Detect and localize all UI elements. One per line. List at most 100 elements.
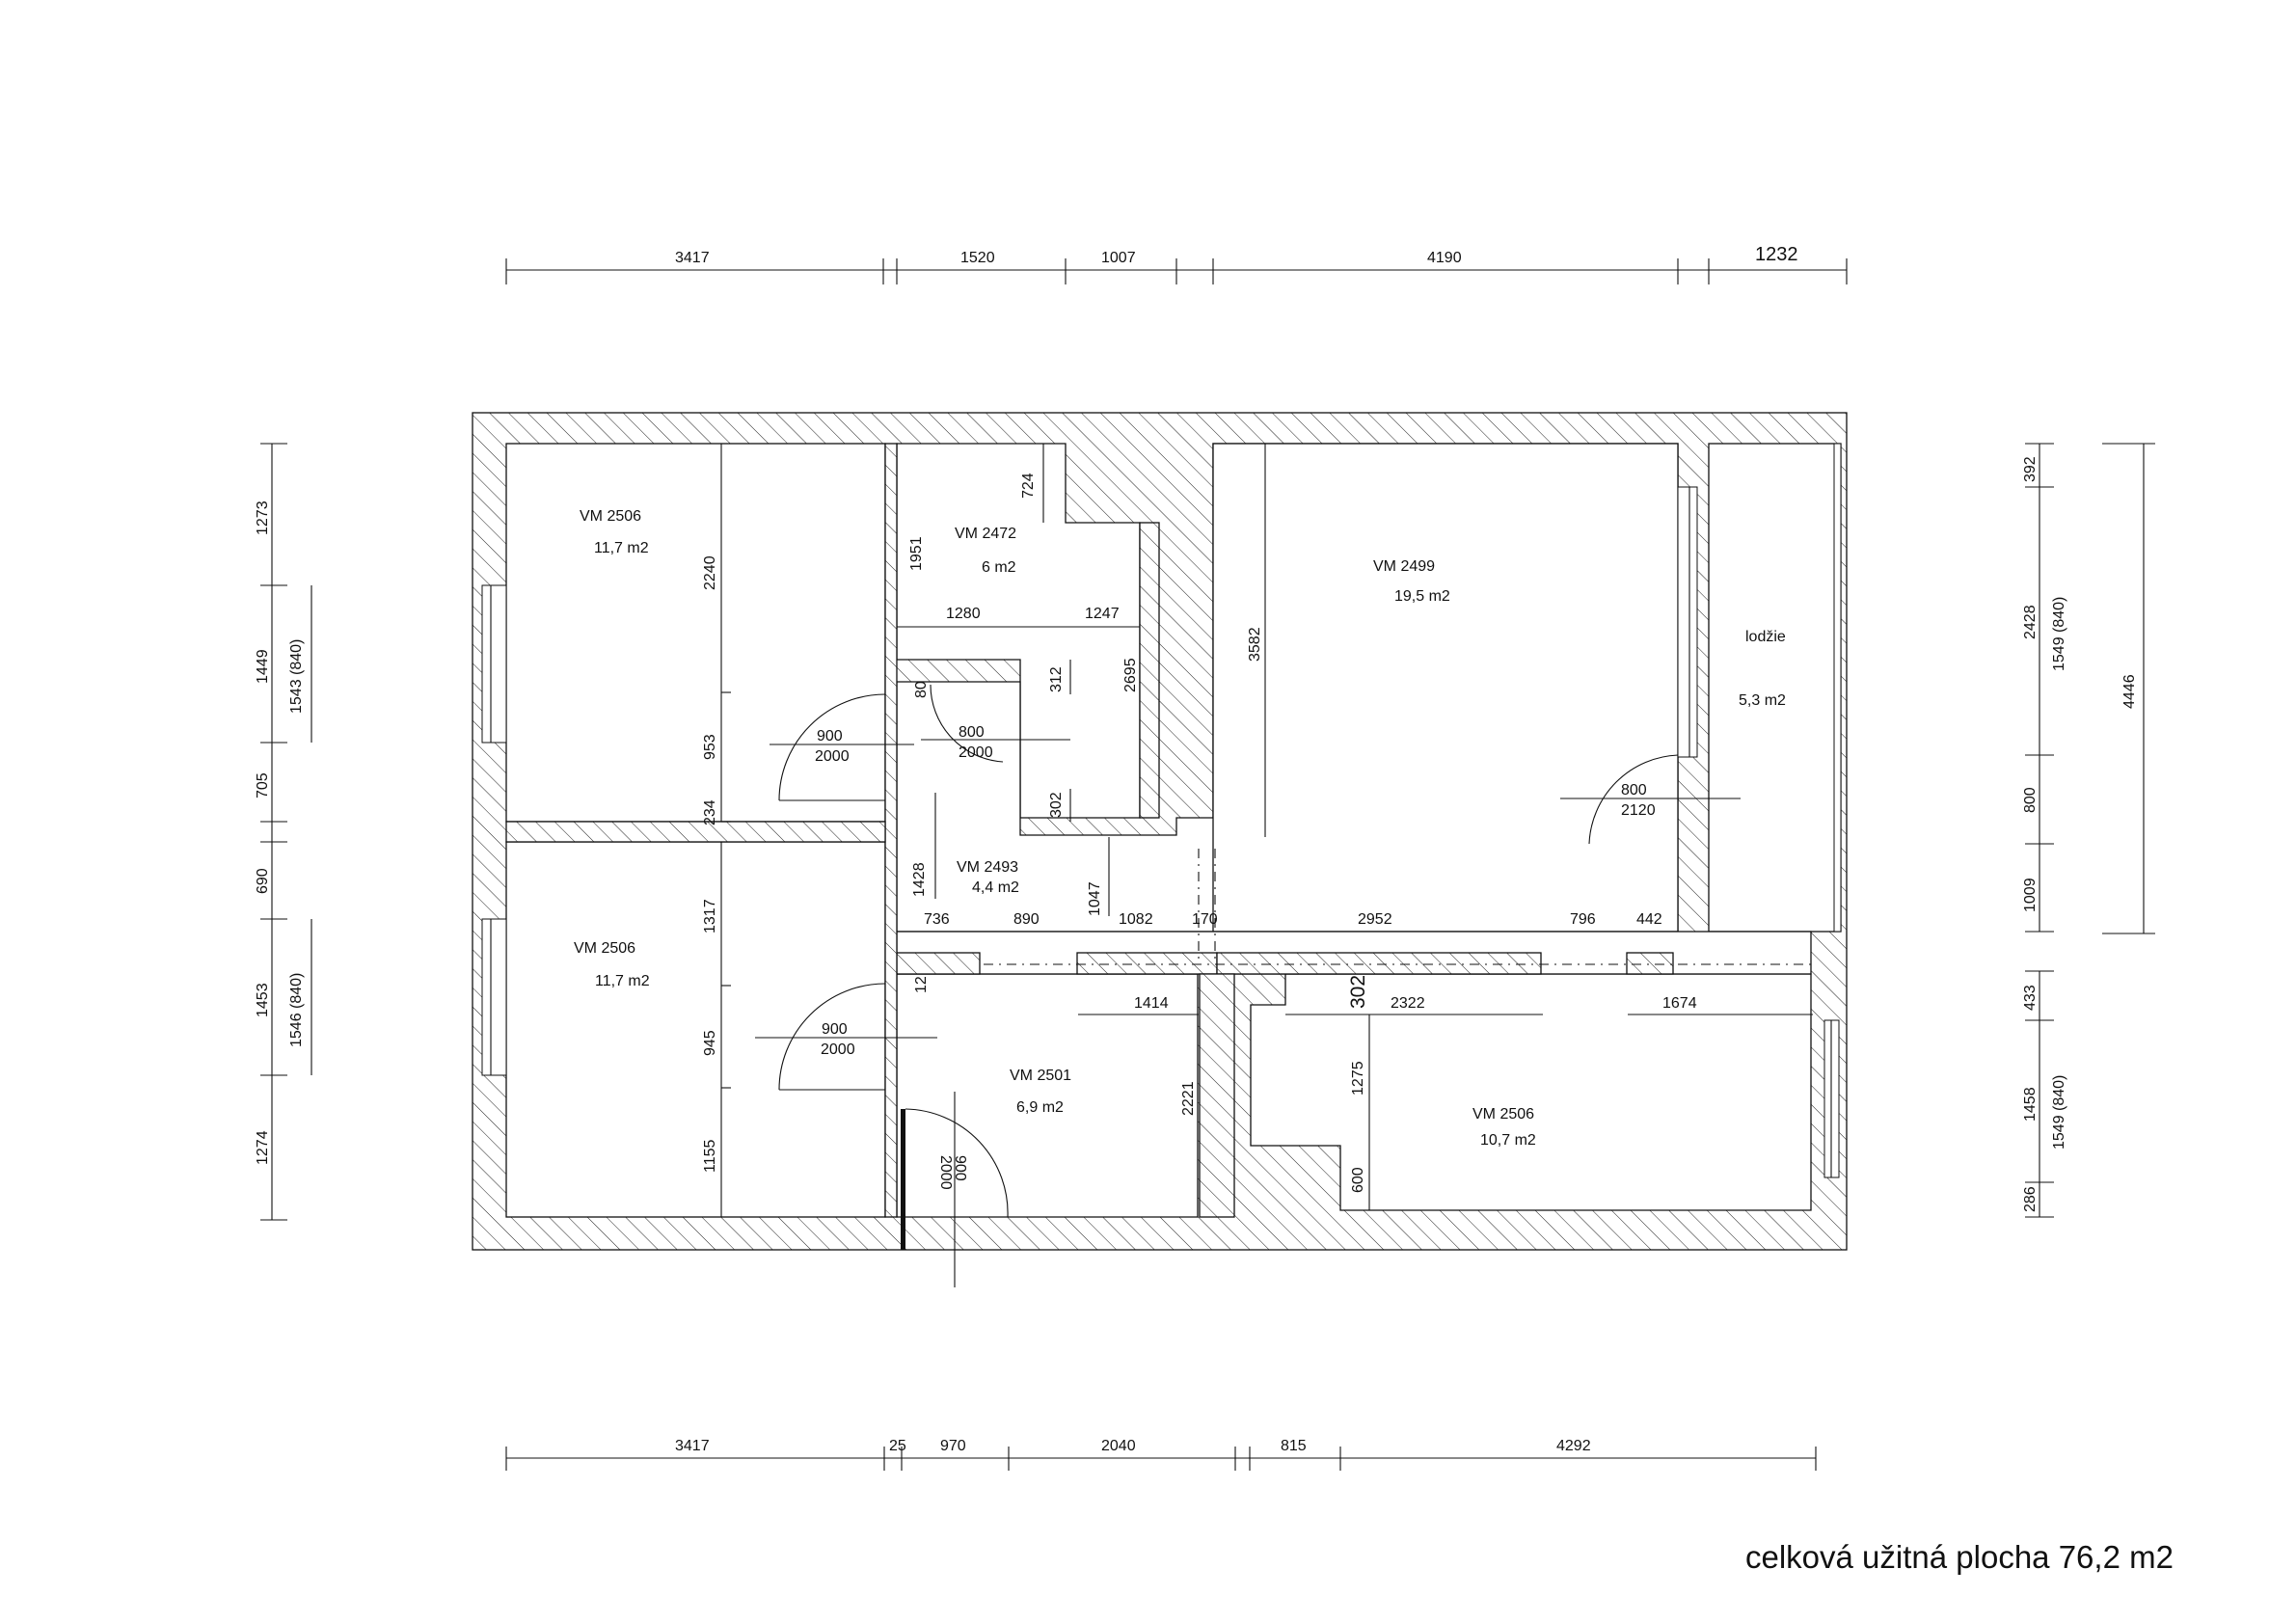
room-label-area-6: 5,3 m2 bbox=[1739, 692, 1786, 709]
room-label-area-8: 10,7 m2 bbox=[1480, 1132, 1536, 1149]
window-loggia bbox=[1677, 486, 1698, 758]
room-label-code-1: VM 2506 bbox=[580, 508, 641, 525]
room-bedroom-1 bbox=[505, 443, 886, 823]
room-label-area-2: 11,7 m2 bbox=[595, 973, 650, 989]
dim-inner-2221: 2221 bbox=[1180, 1081, 1197, 1116]
dim-inner-2322: 2322 bbox=[1391, 995, 1425, 1012]
dim-bottom-6: 4292 bbox=[1556, 1438, 1591, 1454]
dim-right-7: 286 bbox=[2022, 1186, 2039, 1212]
dim-inner-945: 945 bbox=[702, 1030, 718, 1056]
dim-inner-890: 890 bbox=[1013, 911, 1040, 928]
room-loggia bbox=[1708, 443, 1842, 933]
dim-right-3: 800 bbox=[2022, 787, 2039, 813]
dim-top-3: 1007 bbox=[1101, 250, 1136, 266]
door-label-w-1: 900 bbox=[817, 728, 843, 744]
dim-inner-2240: 2240 bbox=[702, 555, 718, 590]
dim-inner-1317: 1317 bbox=[702, 899, 718, 933]
total-area-caption: celková užitná plocha 76,2 m2 bbox=[1745, 1539, 2174, 1575]
door-bedroom-2 bbox=[755, 983, 937, 1091]
door-living bbox=[1560, 754, 1741, 845]
dim-inner-2952: 2952 bbox=[1358, 911, 1392, 928]
partition-4 bbox=[1626, 952, 1674, 975]
dim-bottom-3: 970 bbox=[940, 1438, 966, 1454]
dim-right-window-1: 1549 (840) bbox=[2051, 597, 2067, 671]
dim-inner-1155: 1155 bbox=[702, 1139, 718, 1173]
dim-inner-1247: 1247 bbox=[1085, 606, 1120, 622]
room-living bbox=[1212, 443, 1679, 933]
room-label-area-1: 11,7 m2 bbox=[594, 540, 649, 556]
room-bedroom-2 bbox=[505, 841, 886, 1218]
dim-ticks-top bbox=[505, 258, 1848, 284]
door-label-h-2: 2000 bbox=[959, 744, 993, 761]
partition-5 bbox=[1199, 973, 1235, 1218]
partition-6 bbox=[1139, 522, 1160, 819]
dim-inner-12: 12 bbox=[913, 976, 930, 993]
dim-inner-1047: 1047 bbox=[1087, 881, 1103, 916]
door-label-w-3: 800 bbox=[1621, 782, 1647, 798]
dim-left-3: 705 bbox=[255, 772, 271, 798]
room-label-area-3: 6 m2 bbox=[982, 559, 1016, 576]
room-label-code-2: VM 2506 bbox=[574, 940, 635, 957]
room-label-area-7: 6,9 m2 bbox=[1016, 1099, 1064, 1116]
dim-inner-796: 796 bbox=[1570, 911, 1596, 928]
dim-inner-1428: 1428 bbox=[911, 862, 928, 897]
dim-inner-736: 736 bbox=[924, 911, 950, 928]
partition-1 bbox=[896, 952, 981, 975]
dim-left-window-1: 1543 (840) bbox=[288, 639, 305, 714]
dim-right-4: 1009 bbox=[2022, 878, 2039, 912]
dim-inner-1951: 1951 bbox=[908, 536, 925, 571]
dim-inner-302-a: 302 bbox=[1048, 792, 1065, 818]
dim-top-1: 3417 bbox=[675, 250, 710, 266]
window-left-2 bbox=[481, 918, 507, 1076]
dim-inner-170: 170 bbox=[1192, 911, 1218, 928]
dim-left-4: 690 bbox=[255, 868, 271, 894]
dim-inner-1275: 1275 bbox=[1350, 1061, 1366, 1096]
door-wc bbox=[921, 684, 1070, 763]
dim-bottom-1: 3417 bbox=[675, 1438, 710, 1454]
room-label-area-4: 4,4 m2 bbox=[972, 879, 1019, 896]
dim-inner-1082: 1082 bbox=[1119, 911, 1153, 928]
dim-right-1: 392 bbox=[2022, 456, 2039, 482]
dim-inner-1414: 1414 bbox=[1134, 995, 1169, 1012]
door-label-h-5: 2000 bbox=[937, 1155, 954, 1190]
dim-right-total: 4446 bbox=[2121, 674, 2138, 709]
dim-inner-953: 953 bbox=[702, 734, 718, 760]
dim-bottom-5: 815 bbox=[1281, 1438, 1307, 1454]
dim-top-4: 4190 bbox=[1427, 250, 1462, 266]
partition-8 bbox=[505, 821, 886, 843]
dim-top-5: 1232 bbox=[1755, 244, 1798, 265]
dim-ticks-right bbox=[2025, 443, 2155, 1218]
partition-3 bbox=[1216, 952, 1542, 975]
dim-left-5: 1453 bbox=[255, 983, 271, 1017]
door-bedroom-1 bbox=[770, 693, 914, 801]
dim-inner-600: 600 bbox=[1350, 1167, 1366, 1193]
dim-bottom-2: 25 bbox=[889, 1438, 906, 1454]
dim-right-5: 433 bbox=[2022, 985, 2039, 1011]
door-label-h-4: 2000 bbox=[821, 1041, 855, 1058]
dim-inner-3582: 3582 bbox=[1247, 627, 1263, 662]
room-label-code-3: VM 2472 bbox=[955, 526, 1016, 542]
room-label-code-4: VM 2493 bbox=[957, 859, 1018, 876]
door-entrance bbox=[901, 1092, 1009, 1287]
dim-inner-1280: 1280 bbox=[946, 606, 981, 622]
inner-dim-lines bbox=[721, 444, 1813, 1210]
room-bedroom-3 bbox=[1250, 973, 1812, 1211]
room-label-code-8: VM 2506 bbox=[1472, 1106, 1534, 1123]
door-label-w-5: 900 bbox=[952, 1155, 968, 1181]
dim-top-2: 1520 bbox=[960, 250, 995, 266]
door-label-h-3: 2120 bbox=[1621, 802, 1656, 819]
room-label-area-5: 19,5 m2 bbox=[1394, 588, 1450, 605]
partition-7 bbox=[884, 443, 898, 1218]
dim-inner-442: 442 bbox=[1636, 911, 1662, 928]
dim-inner-302-b: 302 bbox=[1347, 975, 1369, 1009]
room-label-code-6: lodžie bbox=[1745, 629, 1786, 645]
dim-inner-2695: 2695 bbox=[1122, 658, 1139, 692]
room-label-code-7: VM 2501 bbox=[1010, 1068, 1071, 1084]
dim-right-6: 1458 bbox=[2022, 1087, 2039, 1122]
dim-right-2: 2428 bbox=[2022, 605, 2039, 639]
window-right bbox=[1823, 1019, 1840, 1178]
dim-ticks-left bbox=[260, 443, 287, 1221]
dim-ticks-bottom bbox=[505, 1447, 1817, 1471]
dim-right-window-2: 1549 (840) bbox=[2051, 1075, 2067, 1150]
